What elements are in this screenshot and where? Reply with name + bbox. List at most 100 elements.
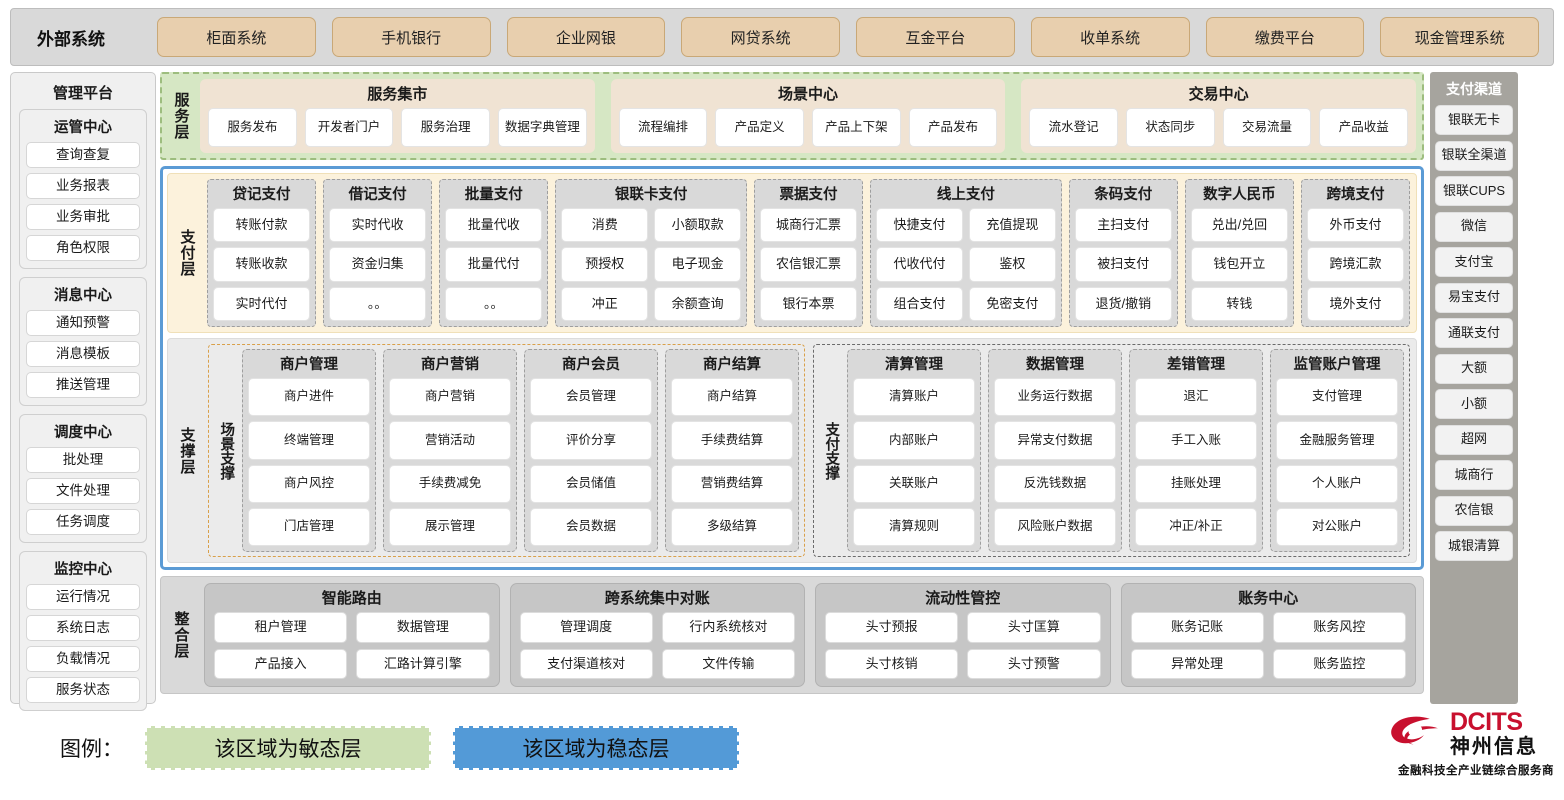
external-system-chip[interactable]: 手机银行 <box>331 17 491 57</box>
service-item[interactable]: 流程编排 <box>618 108 708 147</box>
payment-item[interactable]: 预授权 <box>561 247 649 282</box>
management-item[interactable]: 业务报表 <box>26 173 140 199</box>
integration-item[interactable]: 头寸预警 <box>967 648 1101 679</box>
payment-item[interactable]: 。。 <box>329 286 427 321</box>
service-item[interactable]: 产品定义 <box>715 108 805 147</box>
integration-item[interactable]: 数据管理 <box>356 612 490 643</box>
payment-item[interactable]: 资金归集 <box>329 247 427 282</box>
support-item[interactable]: 商户风控 <box>248 464 370 503</box>
payment-item[interactable]: 鉴权 <box>968 247 1056 282</box>
integration-item[interactable]: 账务监控 <box>1272 648 1406 679</box>
support-item[interactable]: 多级结算 <box>671 507 793 546</box>
integration-item[interactable]: 管理调度 <box>519 612 653 643</box>
payment-item[interactable]: 跨境汇款 <box>1306 247 1405 282</box>
payment-channel-item[interactable]: 大额 <box>1435 353 1513 384</box>
payment-item[interactable]: 充值提现 <box>968 208 1056 243</box>
support-item[interactable]: 商户营销 <box>389 378 511 417</box>
payment-channel-item[interactable]: 易宝支付 <box>1435 282 1513 313</box>
payment-channel-item[interactable]: 银联全渠道 <box>1435 140 1513 171</box>
support-item[interactable]: 挂账处理 <box>1135 464 1257 503</box>
management-item[interactable]: 消息模板 <box>26 341 140 367</box>
payment-item[interactable]: 实时代收 <box>329 208 427 243</box>
support-item[interactable]: 会员数据 <box>530 507 652 546</box>
payment-item[interactable]: 银行本票 <box>759 286 858 321</box>
integration-item[interactable]: 行内系统核对 <box>661 612 795 643</box>
management-item[interactable]: 批处理 <box>26 447 140 473</box>
support-item[interactable]: 清算规则 <box>853 507 975 546</box>
integration-item[interactable]: 账务记账 <box>1130 612 1264 643</box>
service-item[interactable]: 数据字典管理 <box>498 108 587 147</box>
support-item[interactable]: 营销活动 <box>389 421 511 460</box>
payment-item[interactable]: 钱包开立 <box>1190 247 1288 282</box>
payment-channel-item[interactable]: 通联支付 <box>1435 318 1513 348</box>
support-item[interactable]: 终端管理 <box>248 421 370 460</box>
payment-item[interactable]: 。。 <box>445 286 543 321</box>
support-item[interactable]: 营销费结算 <box>671 464 793 503</box>
payment-item[interactable]: 转账收款 <box>213 247 311 282</box>
support-item[interactable]: 商户结算 <box>671 378 793 417</box>
integration-item[interactable]: 汇路计算引擎 <box>356 648 490 679</box>
payment-channel-item[interactable]: 城商行 <box>1435 460 1513 490</box>
service-item[interactable]: 服务治理 <box>401 108 491 147</box>
integration-item[interactable]: 头寸匡算 <box>967 612 1101 643</box>
payment-channel-item[interactable]: 银联无卡 <box>1435 105 1513 135</box>
payment-item[interactable]: 批量代收 <box>445 208 543 243</box>
payment-channel-item[interactable]: 小额 <box>1435 389 1513 419</box>
service-item[interactable]: 产品收益 <box>1319 108 1409 147</box>
payment-item[interactable]: 批量代付 <box>445 247 543 282</box>
management-item[interactable]: 任务调度 <box>26 509 140 535</box>
payment-item[interactable]: 境外支付 <box>1306 286 1405 321</box>
support-item[interactable]: 金融服务管理 <box>1276 421 1398 460</box>
payment-item[interactable]: 被扫支付 <box>1074 247 1172 282</box>
integration-item[interactable]: 租户管理 <box>214 612 348 643</box>
management-item[interactable]: 查询查复 <box>26 142 140 168</box>
integration-item[interactable]: 异常处理 <box>1130 648 1264 679</box>
payment-item[interactable]: 外币支付 <box>1306 208 1405 243</box>
payment-item[interactable]: 代收代付 <box>876 247 963 282</box>
support-item[interactable]: 评价分享 <box>530 421 652 460</box>
integration-item[interactable]: 支付渠道核对 <box>519 648 653 679</box>
payment-item[interactable]: 退货/撤销 <box>1074 286 1172 321</box>
external-system-chip[interactable]: 柜面系统 <box>157 17 316 57</box>
payment-item[interactable]: 免密支付 <box>968 286 1056 321</box>
support-item[interactable]: 内部账户 <box>853 421 975 460</box>
support-item[interactable]: 手续费减免 <box>389 464 511 503</box>
payment-item[interactable]: 主扫支付 <box>1074 208 1172 243</box>
integration-item[interactable]: 头寸预报 <box>825 612 959 643</box>
payment-channel-item[interactable]: 城银清算 <box>1435 531 1513 561</box>
support-item[interactable]: 关联账户 <box>853 464 975 503</box>
support-item[interactable]: 手续费结算 <box>671 421 793 460</box>
payment-channel-item[interactable]: 超网 <box>1435 424 1513 455</box>
payment-item[interactable]: 冲正 <box>561 286 649 321</box>
payment-item[interactable]: 快捷支付 <box>876 208 963 243</box>
service-item[interactable]: 产品上下架 <box>812 108 901 147</box>
payment-item[interactable]: 农信银汇票 <box>759 247 858 282</box>
service-item[interactable]: 开发者门户 <box>304 108 394 147</box>
payment-item[interactable]: 小额取款 <box>654 208 741 243</box>
support-item[interactable]: 清算账户 <box>853 378 975 417</box>
integration-item[interactable]: 产品接入 <box>214 648 348 679</box>
support-item[interactable]: 业务运行数据 <box>994 378 1116 417</box>
payment-channel-item[interactable]: 农信银 <box>1435 495 1513 526</box>
support-item[interactable]: 会员管理 <box>530 378 652 417</box>
external-system-chip[interactable]: 企业网银 <box>506 17 666 57</box>
support-item[interactable]: 风险账户数据 <box>994 507 1116 546</box>
service-item[interactable]: 产品发布 <box>908 108 998 147</box>
support-item[interactable]: 冲正/补正 <box>1135 507 1257 546</box>
support-item[interactable]: 门店管理 <box>248 507 370 546</box>
management-item[interactable]: 角色权限 <box>26 235 140 261</box>
service-item[interactable]: 流水登记 <box>1029 108 1119 147</box>
support-item[interactable]: 手工入账 <box>1135 421 1257 460</box>
payment-item[interactable]: 电子现金 <box>654 247 741 282</box>
support-item[interactable]: 退汇 <box>1135 378 1257 417</box>
service-item[interactable]: 状态同步 <box>1126 108 1215 147</box>
payment-item[interactable]: 实时代付 <box>213 286 311 321</box>
management-item[interactable]: 业务审批 <box>26 204 140 230</box>
external-system-chip[interactable]: 收单系统 <box>1030 17 1190 57</box>
management-item[interactable]: 负载情况 <box>26 646 140 672</box>
payment-channel-item[interactable]: 银联CUPS <box>1435 176 1513 206</box>
service-item[interactable]: 交易流量 <box>1222 108 1312 147</box>
integration-item[interactable]: 文件传输 <box>661 648 795 679</box>
integration-item[interactable]: 账务风控 <box>1272 612 1406 643</box>
support-item[interactable]: 支付管理 <box>1276 378 1398 417</box>
